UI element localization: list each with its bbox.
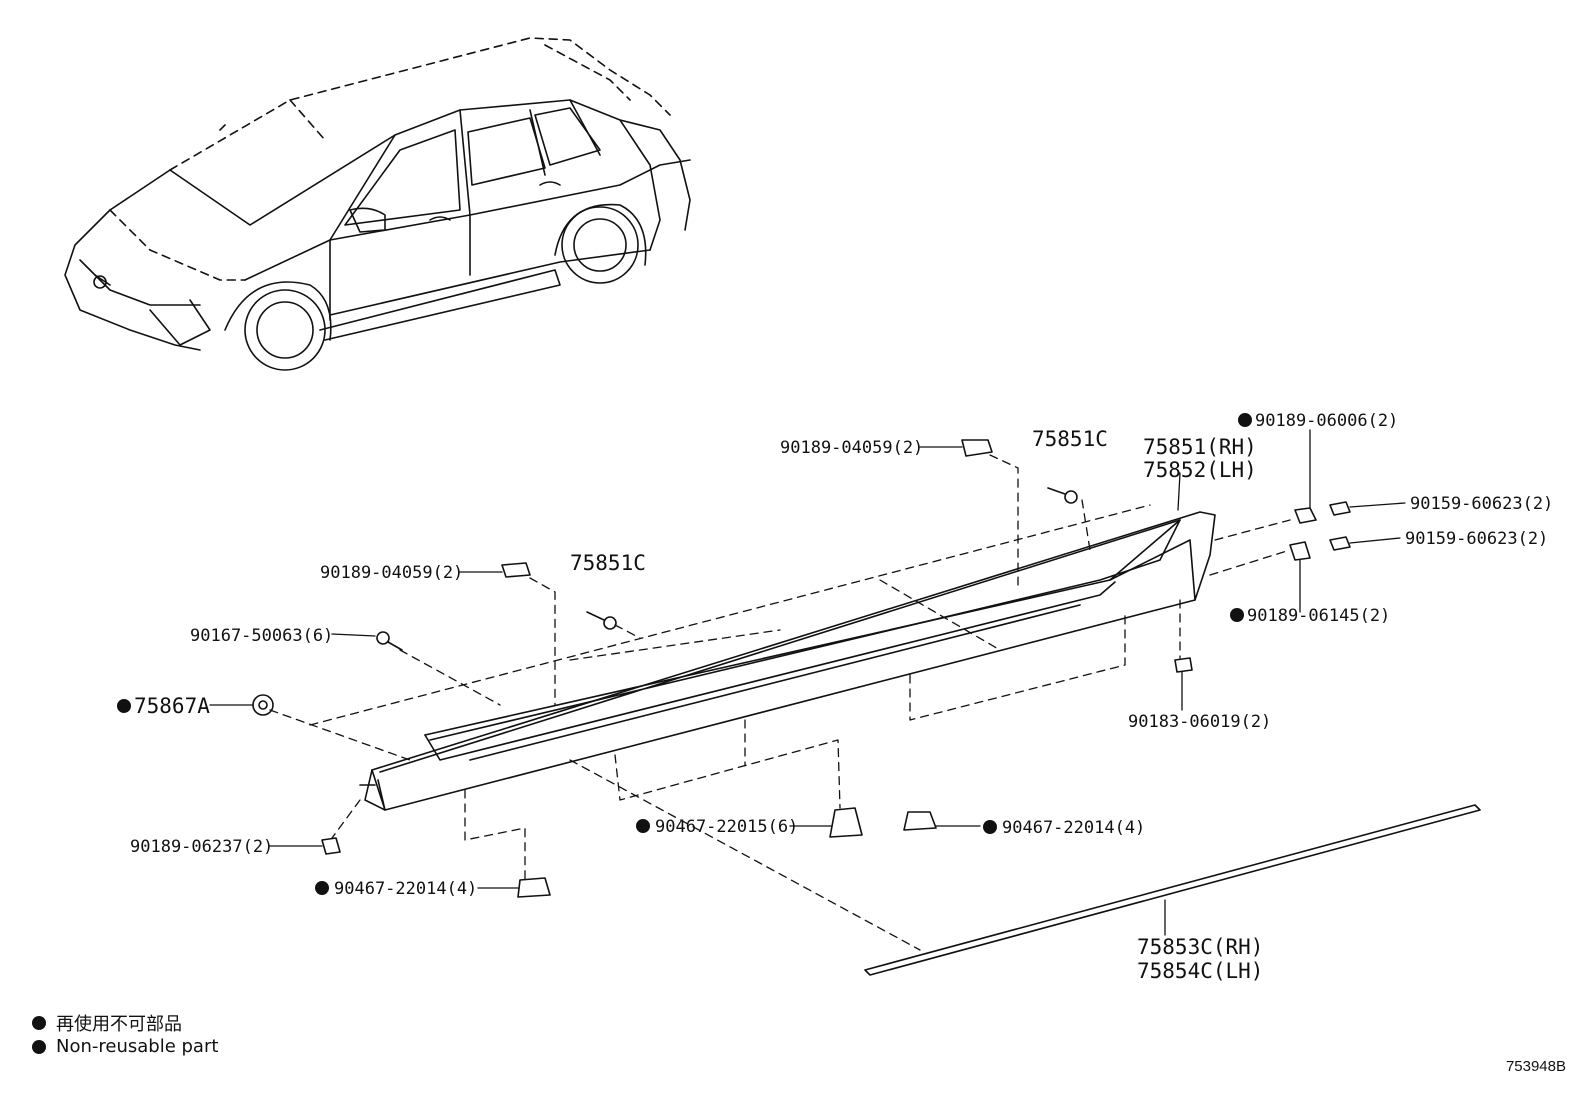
- rocker-panel-75851: [359, 511, 1216, 811]
- label-90167-50063: 90167-50063(6): [190, 626, 333, 646]
- legend-en-text: Non-reusable part: [56, 1036, 219, 1057]
- label-90189-06006: 90189-06006(2): [1255, 411, 1398, 431]
- label-90189-04059-lower: 90189-04059(2): [320, 563, 463, 583]
- label-75854c-lh: 75854C(LH): [1137, 959, 1263, 983]
- legend-english: Non-reusable part: [32, 1036, 218, 1057]
- non-reusable-dots: [117, 413, 1252, 895]
- label-90467-22015: 90467-22015(6): [655, 817, 798, 837]
- label-90467-22014-right: 90467-22014(4): [1002, 818, 1145, 838]
- label-90183-06019: 90183-06019(2): [1128, 712, 1271, 732]
- label-90467-22014-left: 90467-22014(4): [334, 879, 477, 899]
- car-illustration: [64, 37, 691, 371]
- legend-jp-text: 再使用不可部品: [56, 1014, 182, 1035]
- label-90159-60623-b: 90159-60623(2): [1405, 529, 1548, 549]
- non-reusable-dot-icon: [32, 1039, 46, 1054]
- label-75851-rh: 75851(RH): [1143, 435, 1257, 459]
- guide-lines: [269, 454, 1291, 951]
- moulding-75853c: [864, 804, 1481, 976]
- label-90189-04059-upper: 90189-04059(2): [780, 438, 923, 458]
- part-labels: 90189-04059(2) 75851C 75851(RH) 75852(LH…: [130, 411, 1553, 983]
- diagram-code: 753948B: [1505, 1058, 1566, 1075]
- label-75867a: 75867A: [134, 694, 210, 718]
- label-90189-06145: 90189-06145(2): [1247, 606, 1390, 626]
- label-75852-lh: 75852(LH): [1143, 458, 1257, 482]
- label-75853c-rh: 75853C(RH): [1137, 935, 1263, 959]
- leader-lines: [209, 429, 1406, 936]
- legend-japanese: 再使用不可部品: [32, 1010, 182, 1036]
- label-75851c-lower: 75851C: [570, 551, 646, 575]
- label-75851c-upper: 75851C: [1032, 427, 1108, 451]
- label-90189-06237: 90189-06237(2): [130, 837, 273, 857]
- fasteners: [252, 439, 1351, 898]
- non-reusable-dot-icon: [32, 1016, 46, 1030]
- label-90159-60623-a: 90159-60623(2): [1410, 494, 1553, 514]
